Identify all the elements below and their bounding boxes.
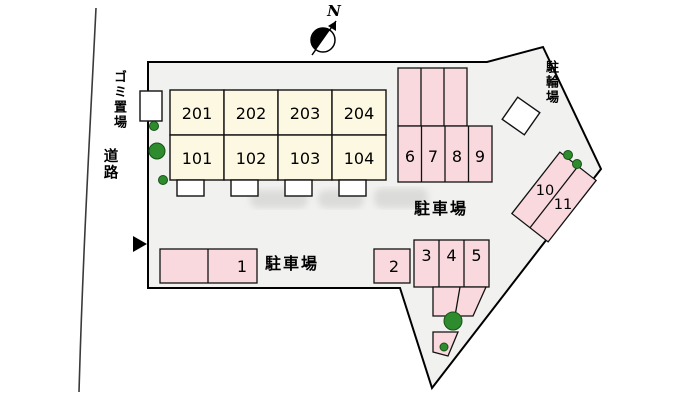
unit-label-201: 201 [182,104,213,123]
stall-block-6-9: 6 7 8 9 [397,67,493,183]
stall-upper-tier [397,67,468,127]
road-edge-line [78,7,97,393]
unit-label-102: 102 [236,149,267,168]
tree-icon [148,142,166,160]
unit-103 [277,134,333,181]
bicycle-parking-box [501,96,541,136]
unit-label-101: 101 [182,149,213,168]
stall-label-4: 4 [446,246,456,265]
stall-label-3: 3 [421,246,431,265]
stall-block-1: 1 [159,248,258,284]
stall-label-8: 8 [452,147,462,166]
stall-label-9: 9 [475,147,485,166]
tree-icon [439,342,449,352]
tree-icon [563,150,573,160]
tree-icon [572,159,582,169]
porch [230,179,259,197]
direction-marker-icon [133,236,147,252]
unit-label-104: 104 [344,149,375,168]
road-label: 道路 [101,148,118,181]
unit-label-204: 204 [344,104,375,123]
stall-block-3-5: 3 4 5 [413,239,490,288]
garbage-box [139,90,163,122]
stall-block-2: 2 [373,248,411,284]
stall-block-10-11: 10 11 [510,151,598,243]
unit-104 [331,134,387,181]
tree-icon [158,175,168,185]
parking-area-label-front: 駐車場 [265,254,319,273]
unit-201 [169,89,225,136]
stall-label-1: 1 [237,257,247,276]
tree-icon [149,121,159,131]
compass-north-label: N [326,2,342,20]
trees [148,121,582,352]
stall-label-2: 2 [389,257,399,276]
unit-202 [223,89,279,136]
stall-label-10: 10 [536,183,554,199]
stall-label-11: 11 [554,197,572,213]
stall-label-5: 5 [471,246,481,265]
porch [284,179,313,197]
stall-label-7: 7 [428,147,438,166]
unit-label-202: 202 [236,104,267,123]
north-compass-icon: N [310,2,342,56]
tree-icon [443,311,463,331]
building: 201 202 203 204 101 102 103 104 [169,89,387,197]
parking-area-label-right: 駐車場 [414,199,468,218]
garbage-area-label: ゴミ置場 [111,70,126,130]
porch [176,179,205,197]
unit-label-103: 103 [290,149,321,168]
porch [338,179,367,197]
bicycle-parking-label: 駐輪場 [543,60,558,105]
stall-label-6: 6 [405,147,415,166]
unit-label-203: 203 [290,104,321,123]
